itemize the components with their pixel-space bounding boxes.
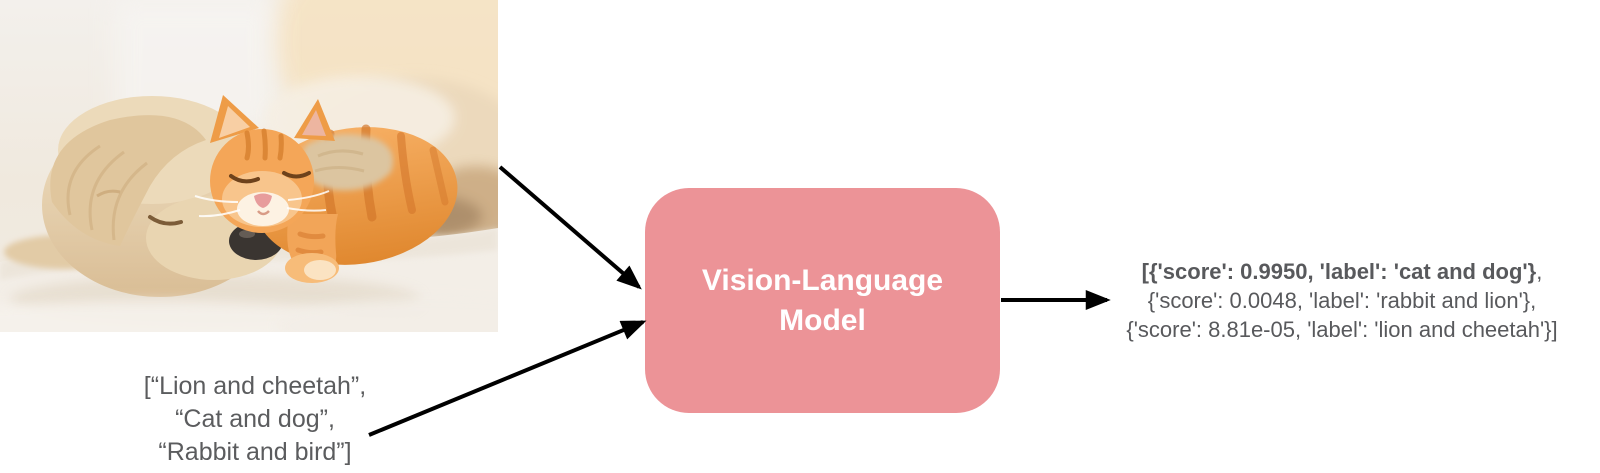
- puppy-and-kitten-photo: [0, 0, 498, 332]
- output-line-1-tail: ,: [1536, 259, 1543, 284]
- vision-language-model-box: Vision-Language Model: [645, 188, 1000, 413]
- model-box-label: Vision-Language Model: [702, 261, 943, 341]
- puppy-ear-over-kitten: [301, 134, 394, 191]
- output-line-3: {'score': 8.81e-05, 'label': 'lion and c…: [1126, 317, 1558, 342]
- model-box-label-line-1: Vision-Language: [701, 263, 944, 297]
- model-box-label-line-2: Model: [779, 303, 866, 337]
- output-text: [{'score': 0.9950, 'label': 'cat and dog…: [1086, 257, 1598, 344]
- candidate-label-line-3: “Rabbit and bird”]: [158, 438, 352, 466]
- input-image: [0, 0, 498, 332]
- arrow-image-to-model: [498, 165, 642, 290]
- output-line-2: {'score': 0.0048, 'label': 'rabbit and l…: [1147, 288, 1537, 313]
- output-line-1: [{'score': 0.9950, 'label': 'cat and dog…: [1086, 257, 1598, 286]
- arrow-labels-to-model: [368, 320, 647, 437]
- kitten-head-illustration: [194, 95, 335, 233]
- output-line-1-bold: [{'score': 0.9950, 'label': 'cat and dog…: [1141, 259, 1537, 284]
- candidate-label-line-2: “Cat and dog”,: [175, 405, 335, 433]
- candidate-labels-text: [“Lion and cheetah”, “Cat and dog”, “Rab…: [103, 370, 407, 469]
- candidate-label-line-1: [“Lion and cheetah”,: [143, 372, 367, 400]
